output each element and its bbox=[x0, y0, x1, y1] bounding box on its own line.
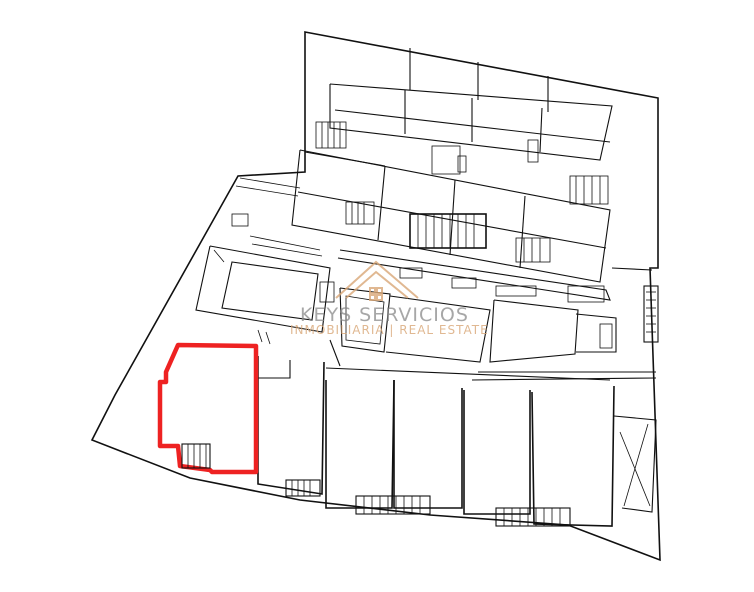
middle-building-block bbox=[235, 149, 611, 283]
watermark-tagline: INMOBILIARIA | REAL ESTATE bbox=[290, 323, 489, 337]
south-row-houses bbox=[257, 356, 657, 527]
watermark-brand: KEYS SERVICIOS bbox=[300, 304, 469, 326]
highlighted-unit-stairs bbox=[181, 443, 211, 469]
highlighted-unit-outline[interactable] bbox=[157, 342, 259, 475]
upper-building-block bbox=[315, 48, 613, 205]
pool-area bbox=[195, 213, 335, 345]
house-roof-icon bbox=[335, 260, 419, 301]
highlighted-unit[interactable] bbox=[157, 342, 259, 475]
watermark: KEYS SERVICIOS INMOBILIARIA | REAL ESTAT… bbox=[290, 260, 489, 337]
east-building-block bbox=[471, 267, 659, 381]
central-core bbox=[329, 249, 611, 367]
